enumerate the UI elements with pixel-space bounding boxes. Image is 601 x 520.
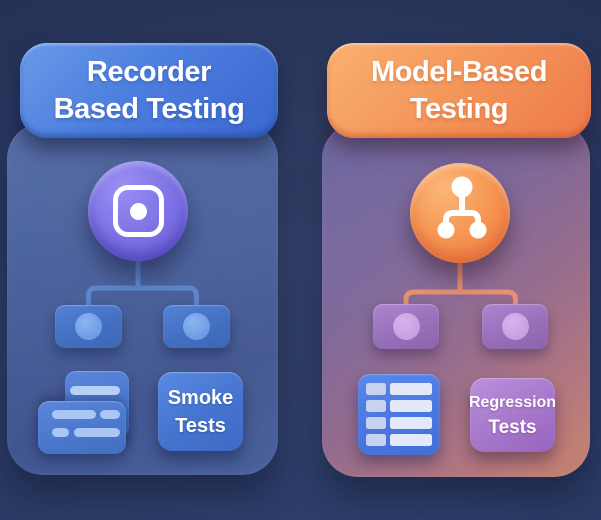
logs-icon-line bbox=[52, 428, 69, 437]
sitemap-icon bbox=[437, 176, 487, 239]
logs-icon-line bbox=[100, 410, 120, 419]
table-icon bbox=[358, 374, 440, 455]
smoke-tests-line1: Smoke bbox=[167, 386, 234, 409]
model-based-header: Model-Based Testing bbox=[327, 43, 591, 138]
table-icon-cell bbox=[390, 434, 432, 446]
model-based-header-line2: Testing bbox=[409, 92, 509, 125]
table-icon-cell bbox=[390, 417, 432, 429]
recorder-header: Recorder Based Testing bbox=[20, 43, 278, 138]
regression-tests-line1: Regression bbox=[468, 394, 557, 411]
node-dot-icon bbox=[392, 313, 420, 340]
record-icon bbox=[112, 185, 164, 237]
node-dot-icon bbox=[501, 313, 529, 340]
table-icon-cell bbox=[390, 400, 432, 412]
record-icon-dot bbox=[129, 202, 147, 220]
regression-tests-line2: Tests bbox=[488, 417, 537, 438]
table-icon-row bbox=[366, 400, 432, 412]
smoke-tests-badge: Smoke Tests bbox=[158, 372, 243, 451]
table-icon-row bbox=[366, 383, 432, 395]
model-hero-circle bbox=[410, 163, 510, 263]
logs-icon-line bbox=[52, 410, 96, 419]
logs-icon-front-card bbox=[38, 401, 126, 454]
node-dot-icon bbox=[75, 313, 102, 340]
table-icon-cell bbox=[366, 383, 386, 395]
left-connector-branch bbox=[86, 285, 199, 311]
model-based-header-line1: Model-Based bbox=[370, 55, 548, 88]
recorder-header-line1: Recorder bbox=[86, 55, 212, 88]
table-icon-cell bbox=[366, 434, 386, 446]
model-child-node-2 bbox=[482, 304, 548, 349]
logs-icon-line bbox=[74, 428, 120, 437]
recorder-child-node-2 bbox=[163, 305, 230, 348]
table-icon-row bbox=[366, 434, 432, 446]
table-icon-cell bbox=[366, 417, 386, 429]
table-icon-cell bbox=[390, 383, 432, 395]
recorder-child-node-1 bbox=[55, 305, 122, 348]
logs-icon bbox=[38, 370, 130, 455]
node-dot-icon bbox=[183, 313, 210, 340]
regression-tests-badge: Regression Tests bbox=[468, 378, 557, 452]
logs-icon-line bbox=[70, 386, 120, 395]
table-icon-cell bbox=[366, 400, 386, 412]
recorder-header-line2: Based Testing bbox=[53, 92, 245, 125]
recorder-hero-circle bbox=[88, 161, 188, 261]
table-icon-row bbox=[366, 417, 432, 429]
model-child-node-1 bbox=[373, 304, 439, 349]
smoke-tests-line2: Tests bbox=[175, 414, 226, 437]
right-connector-branch bbox=[403, 289, 518, 311]
